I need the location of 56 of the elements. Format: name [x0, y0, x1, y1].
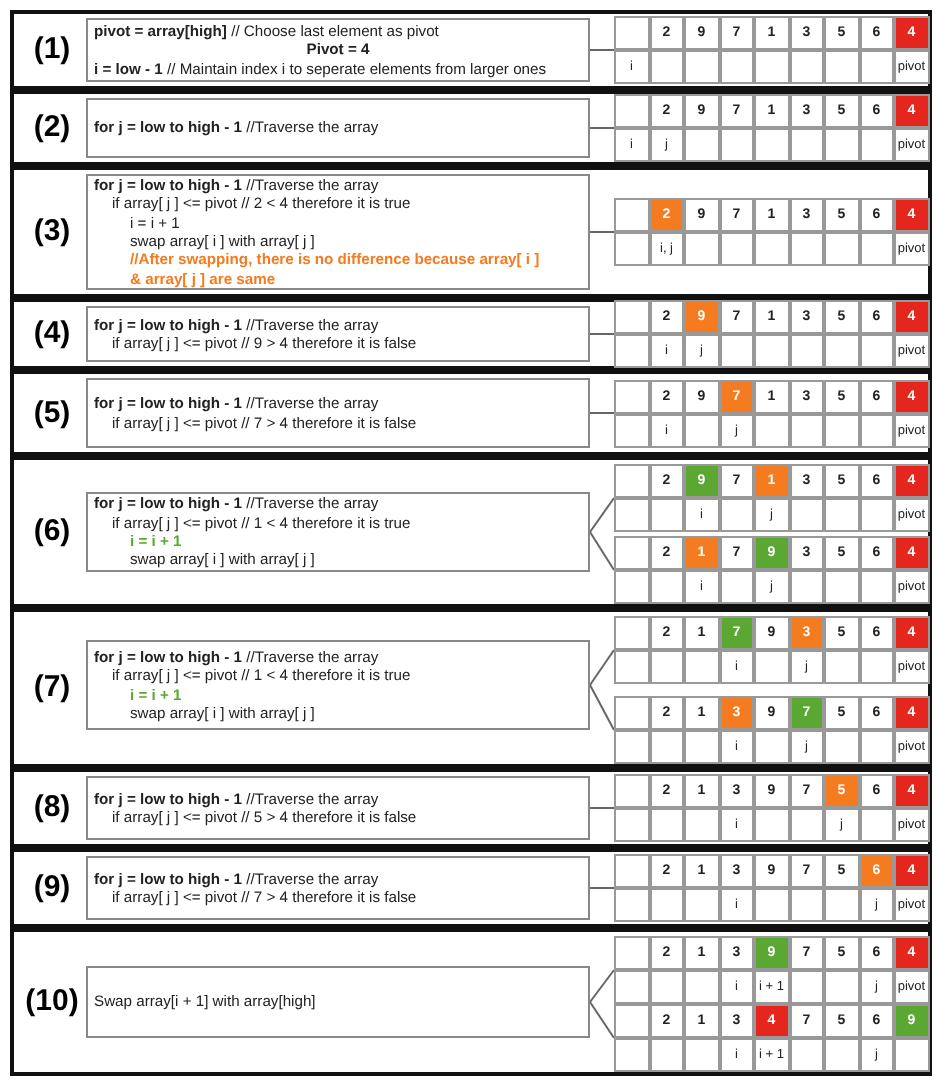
code-box	[86, 966, 590, 1038]
array-table	[614, 616, 929, 684]
array-table	[614, 936, 929, 1004]
code-box	[86, 856, 590, 920]
connector-line	[589, 1001, 615, 1039]
array-table	[614, 464, 929, 532]
step-number: (5)	[31, 395, 73, 429]
connector-line	[589, 127, 615, 129]
array-table	[614, 854, 929, 922]
step-panel	[10, 90, 932, 166]
code-box	[86, 306, 590, 362]
step-number: (9)	[31, 870, 73, 904]
connector-line	[589, 497, 615, 533]
code-box	[86, 18, 590, 82]
array-table	[614, 300, 929, 368]
step-panel	[10, 166, 932, 298]
connector-line	[589, 231, 615, 233]
array-table	[614, 1004, 929, 1072]
array-table	[614, 16, 929, 84]
step-panel	[10, 298, 932, 370]
step-panel	[10, 768, 932, 848]
array-table	[614, 379, 929, 447]
step-number: (8)	[31, 790, 73, 824]
connector-line	[589, 807, 615, 809]
connector-line	[589, 649, 615, 686]
array-table	[614, 696, 929, 764]
step-panel	[10, 10, 932, 90]
step-panel	[10, 370, 932, 456]
step-number: (6)	[31, 514, 73, 548]
array-table	[614, 536, 929, 604]
step-panel	[10, 608, 932, 768]
array-table	[614, 198, 929, 266]
code-box	[86, 776, 590, 840]
code-box	[86, 378, 590, 448]
code-box	[86, 640, 590, 730]
step-number: (3)	[31, 214, 73, 248]
step-number: (1)	[31, 32, 73, 66]
step-number: (10)	[23, 984, 81, 1018]
connector-line	[589, 684, 615, 731]
connector-line	[589, 412, 615, 414]
connector-line	[589, 49, 615, 51]
connector-line	[589, 531, 615, 571]
connector-line	[589, 887, 615, 889]
array-table	[614, 94, 929, 162]
array-table	[614, 774, 929, 842]
step-panel	[10, 928, 932, 1076]
code-box	[86, 174, 590, 290]
step-number: (7)	[31, 670, 73, 704]
step-number: (4)	[31, 316, 73, 350]
code-box	[86, 98, 590, 158]
code-box	[86, 492, 590, 572]
connector-line	[589, 333, 615, 335]
step-number: (2)	[31, 110, 73, 144]
step-panel	[10, 456, 932, 608]
step-panel	[10, 848, 932, 928]
connector-line	[589, 969, 615, 1003]
